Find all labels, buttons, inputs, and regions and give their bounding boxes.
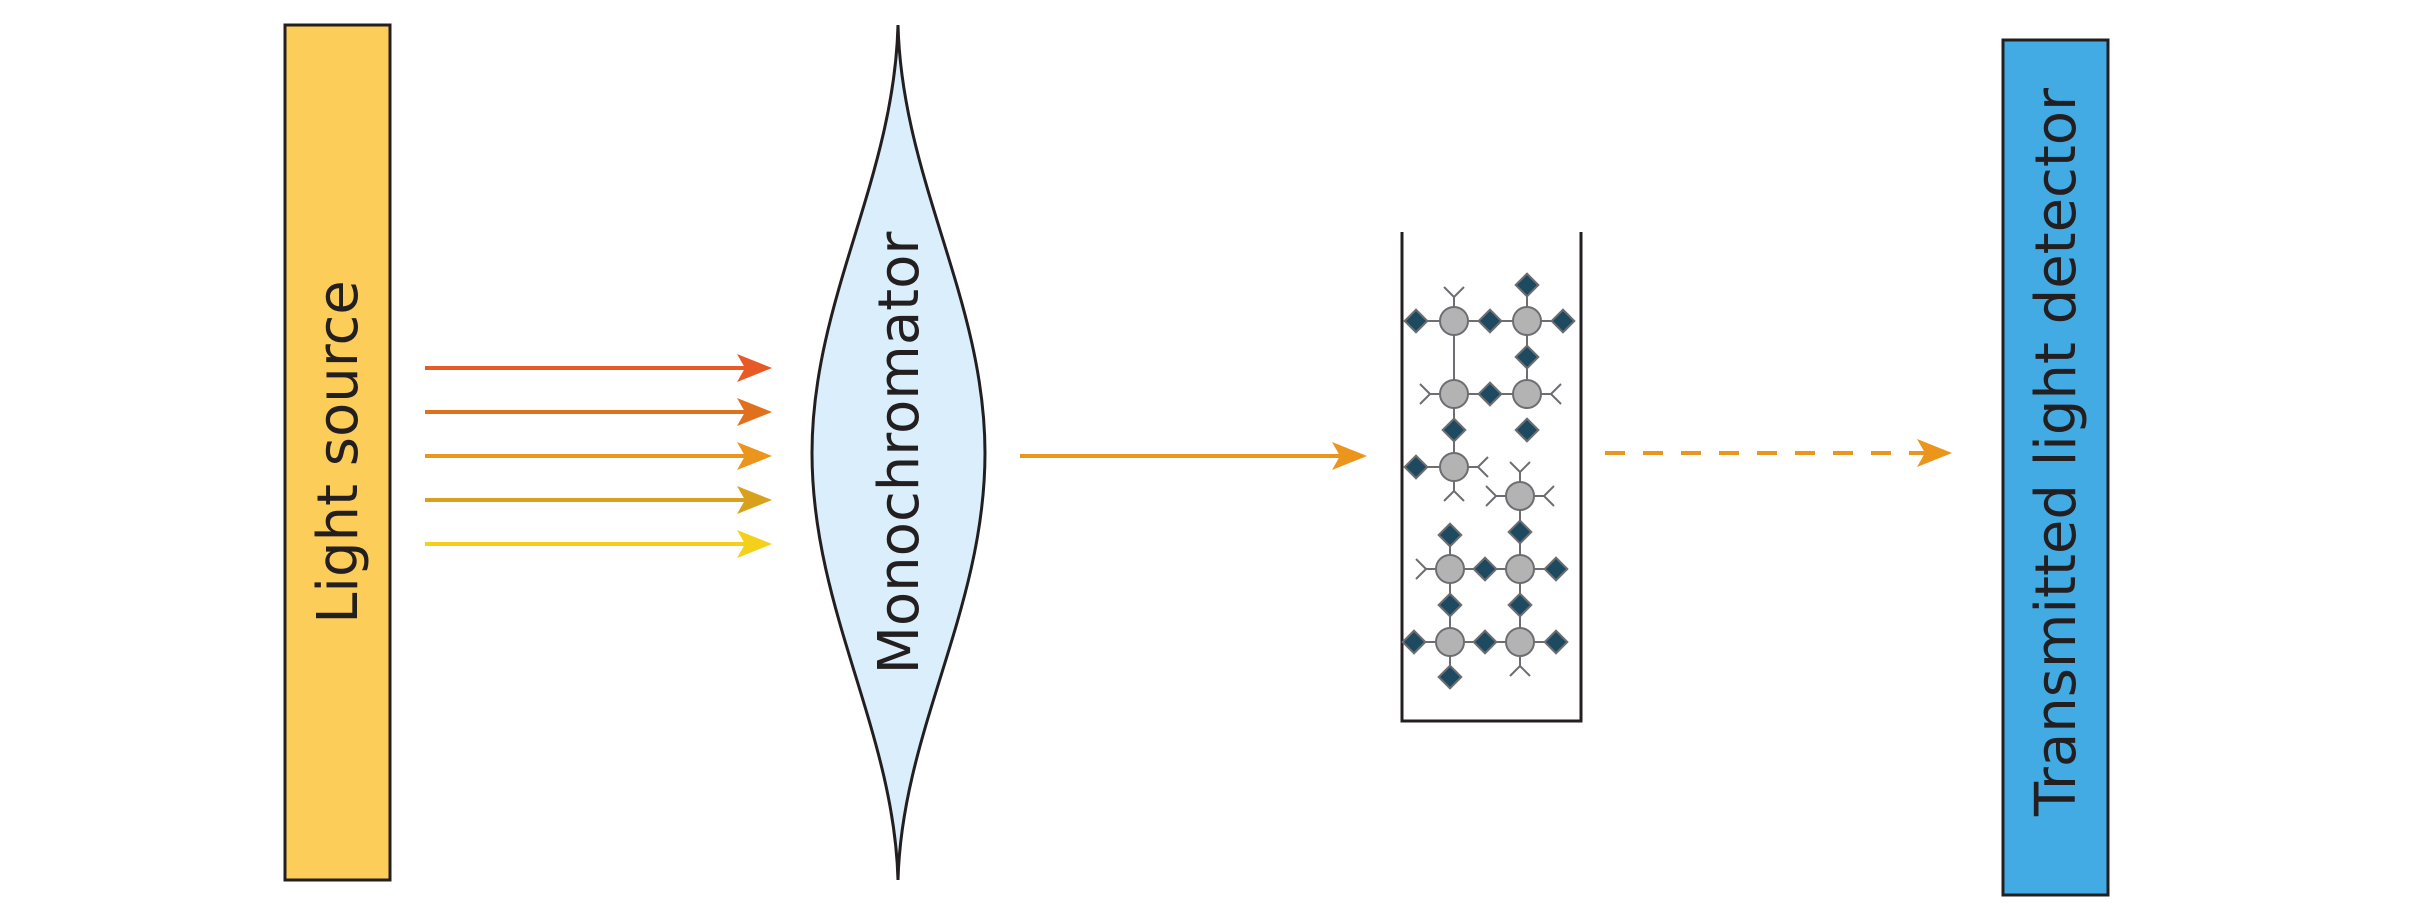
light-source-label: Light source xyxy=(306,280,371,624)
transmitted-light-detector: Transmitted light detector xyxy=(2001,38,2110,897)
molecule-nodes xyxy=(1435,306,1542,657)
incident-beams xyxy=(425,354,772,558)
molecule-tags xyxy=(1401,272,1576,690)
transmitted-beam xyxy=(1605,439,1952,467)
molecule-node-icon xyxy=(1439,306,1469,336)
beam-arrow-icon xyxy=(425,398,772,426)
light-source-box xyxy=(283,23,392,882)
molecule-node-icon xyxy=(1505,554,1535,584)
cuvette-outline xyxy=(1400,232,1583,723)
monochromator-lens xyxy=(810,24,987,881)
beam-arrow-icon xyxy=(425,442,772,470)
molecules xyxy=(1414,285,1563,677)
dashed-arrow-right-icon xyxy=(1605,439,1952,467)
molecule-node-icon xyxy=(1505,627,1535,657)
sample-cuvette xyxy=(1400,232,1583,723)
molecule-node-icon xyxy=(1512,306,1542,336)
arrow-right-icon xyxy=(1020,442,1367,470)
monochromator-label: Monochromator xyxy=(867,231,932,675)
beam-arrow-icon xyxy=(425,486,772,514)
beam-arrow-icon xyxy=(425,530,772,558)
detector-label: Transmitted light detector xyxy=(2024,87,2089,817)
molecule-node-icon xyxy=(1505,481,1535,511)
molecule-node-icon xyxy=(1435,627,1465,657)
light-source: Light source xyxy=(283,23,392,882)
molecule-node-icon xyxy=(1435,554,1465,584)
molecule-node-icon xyxy=(1439,452,1469,482)
beam-arrow-icon xyxy=(425,354,772,382)
molecule-node-icon xyxy=(1512,379,1542,409)
monochromator: Monochromator xyxy=(810,24,987,881)
molecule-node-icon xyxy=(1439,379,1469,409)
detector-box xyxy=(2001,38,2110,897)
monochromatic-beam xyxy=(1020,442,1367,470)
